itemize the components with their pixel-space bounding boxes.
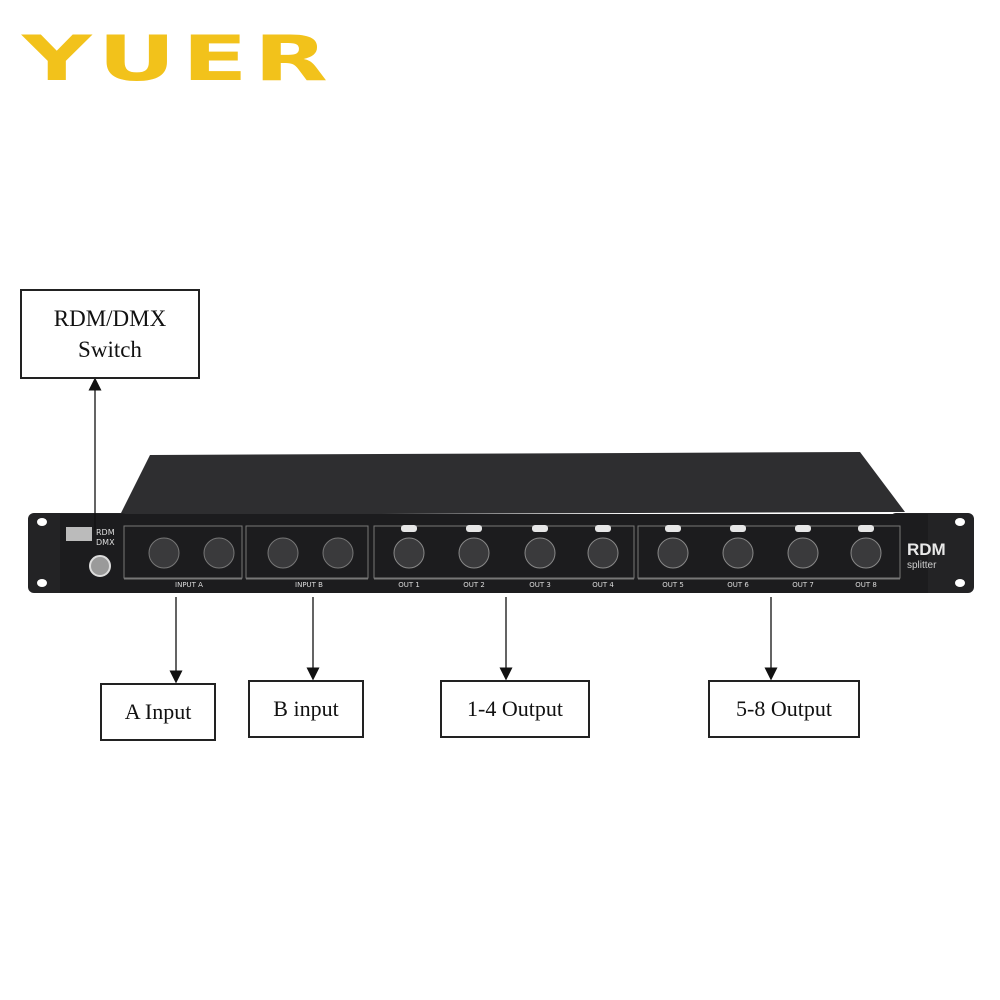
xlr-female-connector: [787, 537, 819, 569]
output-label: OUT 3: [529, 581, 551, 589]
xlr-female-connector: [393, 537, 425, 569]
xlr-male-connector: [267, 537, 299, 569]
xlr-male-connector: [148, 537, 180, 569]
xlr-latch: [858, 525, 874, 532]
brand-logo: YUER: [22, 22, 335, 95]
xlr-latch: [466, 525, 482, 532]
power-button: [89, 555, 111, 577]
callout-b-input: B input: [248, 680, 364, 738]
xlr-female-connector: [524, 537, 556, 569]
callout-rdm-dmx-switch: RDM/DMX Switch: [20, 289, 200, 379]
xlr-female-connector: [657, 537, 689, 569]
input-a-label: INPUT A: [175, 581, 203, 589]
output-label: OUT 5: [662, 581, 684, 589]
callout-1-4-output: 1-4 Output: [440, 680, 590, 738]
outputs-1-4-frame: [373, 525, 635, 579]
xlr-latch: [532, 525, 548, 532]
xlr-latch: [401, 525, 417, 532]
rack-hole: [955, 579, 965, 587]
xlr-latch: [795, 525, 811, 532]
output-label: OUT 7: [792, 581, 814, 589]
rdm-dmx-switch-slider: [66, 527, 92, 541]
output-label: OUT 2: [463, 581, 485, 589]
xlr-female-connector: [722, 537, 754, 569]
callout-rdm-line1: RDM/DMX: [53, 305, 167, 331]
rack-hole: [37, 518, 47, 526]
xlr-male-connector: [203, 537, 235, 569]
switch-label-dmx: DMX: [96, 538, 115, 547]
rack-hole: [37, 579, 47, 587]
callout-rdm-line2: Switch: [78, 337, 142, 362]
xlr-male-connector: [322, 537, 354, 569]
output-labels: OUT 1 OUT 2 OUT 3 OUT 4 OUT 5 OUT 6 OUT 7 OUT 8: [398, 581, 877, 589]
output-label: OUT 4: [592, 581, 614, 589]
xlr-female-connector: [458, 537, 490, 569]
device-name: RDM: [907, 540, 946, 559]
output-label: OUT 8: [855, 581, 877, 589]
xlr-female-connector: [850, 537, 882, 569]
input-a-frame: [123, 525, 243, 579]
rack-hole: [955, 518, 965, 526]
device-subname: splitter: [907, 560, 937, 571]
input-b-frame: [245, 525, 369, 579]
input-b-label: INPUT B: [295, 581, 323, 589]
callout-5-8-output: 5-8 Output: [708, 680, 860, 738]
callout-a-input: A Input: [100, 683, 216, 741]
outputs-5-8-frame: [637, 525, 901, 579]
xlr-latch: [595, 525, 611, 532]
xlr-latch: [730, 525, 746, 532]
output-connectors: [393, 525, 882, 569]
switch-label-rdm: RDM: [96, 528, 115, 537]
output-label: OUT 6: [727, 581, 749, 589]
device-top-cover: [120, 452, 905, 515]
output-label: OUT 1: [398, 581, 420, 589]
xlr-female-connector: [587, 537, 619, 569]
xlr-latch: [665, 525, 681, 532]
